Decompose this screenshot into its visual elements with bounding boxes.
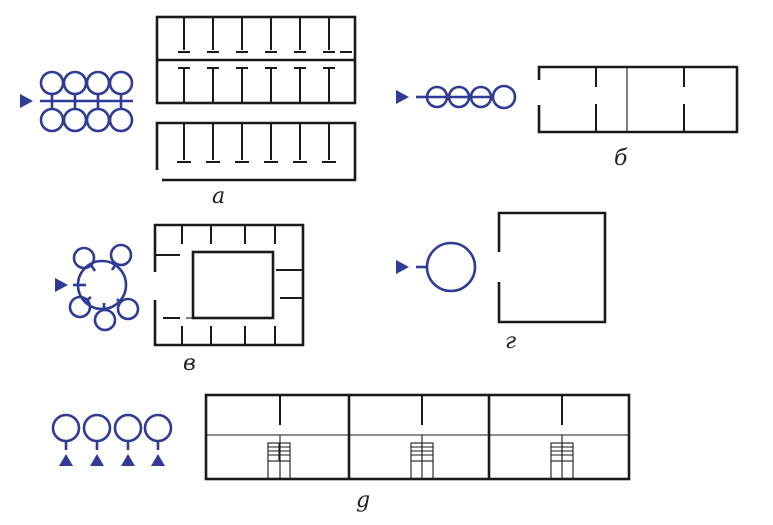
stair-icon [410,442,434,479]
arrow-triangle-icon [396,260,409,274]
plan-a-top [155,15,357,105]
diagram-d [51,393,631,481]
scheme-b [396,84,517,110]
arrow-triangle-icon [121,454,135,466]
arrow-triangle-icon [396,90,409,104]
label-a: а [212,184,226,209]
label-d: g [356,488,371,513]
scheme-a [20,70,134,133]
label-v: в [183,351,196,376]
diagram-a [20,15,357,182]
label-b: б [614,146,628,171]
plan-a-bottom [155,121,357,182]
label-g: г [505,329,517,354]
scheme-v [55,243,140,332]
arrow-triangle-icon [20,94,33,108]
plan-d [204,393,631,481]
diagram-v [55,223,305,347]
diagram-b [396,65,739,134]
stair-icon [550,442,574,479]
diagram-g [396,211,607,324]
arrow-triangle-icon [55,278,68,292]
arrow-triangle-icon [90,454,104,466]
plan-g [497,211,607,324]
arrow-triangle-icon [151,454,165,466]
scheme-d [51,413,173,466]
plan-v [153,223,305,347]
scheme-g [396,241,477,293]
stair-icon [267,442,291,479]
plan-b [537,65,739,134]
arrow-triangle-icon [59,454,73,466]
